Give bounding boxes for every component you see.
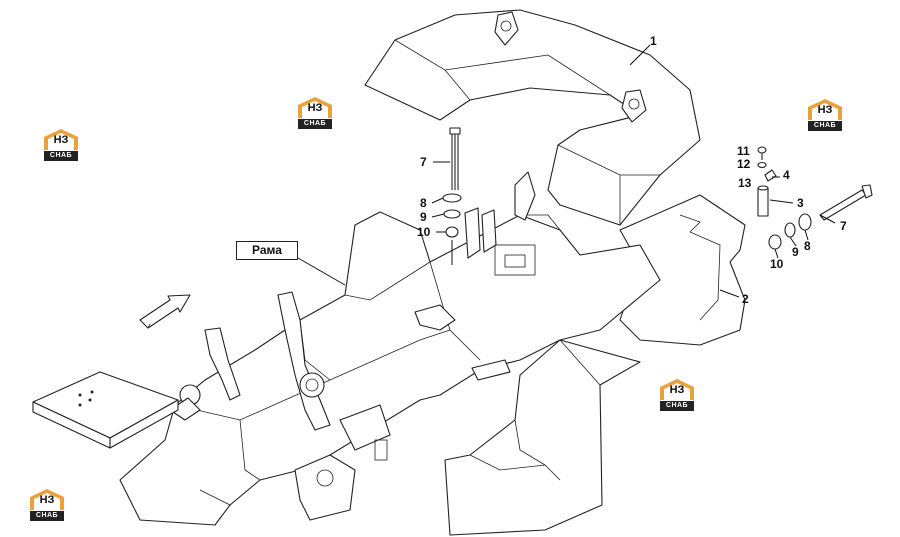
frame-label: Рама: [236, 241, 298, 260]
logo-brand-text: НЗ: [307, 102, 323, 114]
house-logo-icon: [298, 97, 332, 118]
callout-8-center: 8: [420, 196, 427, 210]
lower-frame: [199, 404, 391, 521]
direction-arrow: [139, 294, 191, 329]
logo-brand-text: НЗ: [669, 384, 685, 396]
logo-sub-text: СНАБ: [298, 119, 332, 129]
watermark-logo: НЗ СНАБ: [296, 96, 334, 130]
callout-7-right: 7: [840, 219, 847, 233]
house-logo-icon: [44, 129, 78, 150]
watermark-logo: НЗ СНАБ: [42, 128, 80, 162]
house-logo-icon: [808, 99, 842, 120]
callout-13: 13: [738, 176, 752, 190]
callout-9-right: 9: [792, 245, 799, 259]
callout-12: 12: [737, 157, 751, 171]
house-logo-icon: [30, 489, 64, 510]
leader-lines: [297, 44, 836, 298]
callout-3: 3: [797, 196, 804, 210]
right-fastener-set: [757, 146, 873, 250]
logo-sub-text: СНАБ: [44, 151, 78, 161]
lower-housing: [444, 339, 641, 536]
watermark-logo: НЗ СНАБ: [658, 378, 696, 412]
callout-10-right: 10: [770, 257, 784, 271]
callout-8-right: 8: [804, 239, 811, 253]
logo-brand-text: НЗ: [53, 134, 69, 146]
watermark-logo: НЗ СНАБ: [806, 98, 844, 132]
logo-sub-text: СНАБ: [30, 511, 64, 521]
callout-numbers: 1 2 3 4 7 7 8 8 9 9 10 10 11 12 13: [417, 34, 847, 306]
logo-sub-text: СНАБ: [808, 121, 842, 131]
front-blade: [32, 371, 179, 449]
watermark-logo: НЗ СНАБ: [28, 488, 66, 522]
callout-1: 1: [650, 34, 657, 48]
callout-10-center: 10: [417, 225, 431, 239]
logo-brand-text: НЗ: [39, 494, 55, 506]
callout-2: 2: [742, 292, 749, 306]
house-logo-icon: [660, 379, 694, 400]
callout-11: 11: [737, 144, 750, 158]
callout-9-center: 9: [420, 210, 427, 224]
callout-7-center: 7: [420, 155, 427, 169]
callout-4: 4: [783, 168, 790, 182]
logo-sub-text: СНАБ: [660, 401, 694, 411]
lift-arms: [169, 291, 331, 431]
counterweight-part-1: [364, 9, 701, 226]
logo-brand-text: НЗ: [817, 104, 833, 116]
center-fastener-stack: [442, 127, 462, 265]
